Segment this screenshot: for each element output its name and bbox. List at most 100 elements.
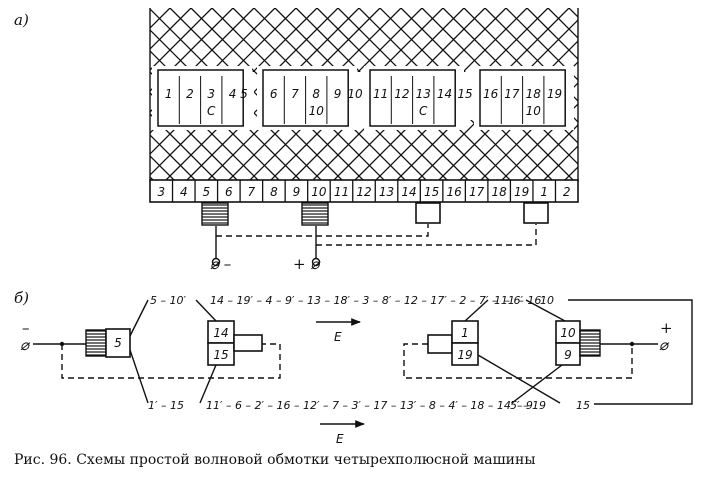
coil-side-label: 1 bbox=[165, 87, 173, 101]
commutator-segment-6: 6 bbox=[225, 185, 233, 199]
commutator-segment-4: 4 bbox=[180, 185, 188, 199]
right-junction bbox=[629, 341, 635, 347]
brush-left-hatched bbox=[85, 329, 107, 357]
hatch-line-up bbox=[0, 8, 128, 180]
box-14-label: 14 bbox=[213, 326, 228, 340]
coil-inner-label: C bbox=[419, 104, 428, 118]
hatch-line-up bbox=[0, 8, 2, 180]
bottom-chain-left: 1′ – 15 bbox=[148, 399, 184, 412]
commutator-segment-16: 16 bbox=[446, 185, 462, 199]
hatch-line-down bbox=[526, 8, 578, 60]
hatch-line-up bbox=[522, 124, 578, 180]
hatch-line-down bbox=[0, 8, 132, 180]
commutator-segment-12: 12 bbox=[356, 185, 371, 199]
commutator-segment-10: 10 bbox=[311, 185, 327, 199]
hatch-line-up bbox=[150, 8, 171, 29]
schematic-right: 1 19 10 9 + ⌀ bbox=[403, 299, 693, 405]
hatch-line-down bbox=[695, 8, 708, 180]
box-1-label: 1 bbox=[461, 326, 469, 340]
top-chain-right-a: 1 – 6′ bbox=[494, 294, 523, 307]
hatch-line-down bbox=[505, 8, 578, 81]
commutator-segment-7: 7 bbox=[248, 185, 256, 199]
coil-side-label: 4 bbox=[229, 87, 237, 101]
branch-down-left bbox=[129, 349, 149, 404]
hatch-line-down bbox=[547, 8, 578, 39]
hatch-line-up bbox=[150, 8, 213, 71]
commutator-segment-17: 17 bbox=[469, 185, 485, 199]
coil-side-label: 16 bbox=[483, 87, 499, 101]
part-b-label: б) bbox=[14, 289, 29, 307]
hatch-line-down bbox=[150, 113, 217, 180]
link-10-top bbox=[525, 299, 566, 322]
link-19-cross bbox=[477, 354, 561, 404]
brush-left-box bbox=[105, 328, 131, 358]
hatch-line-up bbox=[543, 145, 578, 180]
coil-side-label: 19 bbox=[547, 87, 562, 101]
box-15 bbox=[207, 342, 235, 366]
commutator-segment-9: 9 bbox=[293, 185, 301, 199]
coil-band bbox=[257, 66, 357, 130]
between-band bbox=[345, 72, 365, 120]
bottom-chain-right-b: 15 bbox=[576, 399, 590, 412]
coil-inner-label: 10 bbox=[526, 104, 542, 118]
hatch-line-up bbox=[0, 8, 44, 180]
outer-loop-right bbox=[568, 299, 693, 405]
box-19 bbox=[451, 342, 479, 366]
dashed-link-plus bbox=[316, 224, 537, 246]
sequence-labels: 5 – 10′ 14 – 19′ – 4 – 9′ – 13 – 18′ – 3… bbox=[148, 294, 590, 412]
hatch-line-down bbox=[590, 8, 708, 180]
coil-side-label: 2 bbox=[186, 87, 194, 101]
hatch-line-down bbox=[568, 8, 578, 18]
commutator-segment-8: 8 bbox=[270, 185, 278, 199]
hatch-line-down bbox=[169, 8, 343, 180]
coil-side-label: 12 bbox=[394, 87, 409, 101]
link-top-to-14 bbox=[195, 299, 217, 322]
hatch-line-up bbox=[0, 8, 86, 180]
hatch-line-up bbox=[586, 8, 708, 180]
branch-up-left bbox=[129, 299, 149, 337]
hatch-line-up bbox=[0, 8, 23, 180]
commutator-segment-3: 3 bbox=[157, 185, 165, 199]
coil-inner-label: 10 bbox=[309, 104, 325, 118]
terminal-plus-node bbox=[311, 257, 321, 267]
commutator-bar bbox=[149, 179, 579, 203]
left-terminal-symbol: ⌀ bbox=[20, 336, 31, 354]
hatch-line-up bbox=[0, 8, 149, 180]
box-10-label: 10 bbox=[560, 326, 576, 340]
hatch-line-up bbox=[564, 166, 578, 180]
link-9-cross bbox=[511, 364, 563, 404]
figure-caption: Рис. 96. Схемы простой волновой обмотки … bbox=[14, 452, 536, 468]
coil-side-label: 7 bbox=[291, 87, 299, 101]
brush-minus-left bbox=[201, 202, 229, 226]
top-chain-left: 5 – 10′ bbox=[150, 294, 186, 307]
hatch-line-down bbox=[150, 155, 175, 180]
emf-top-label: E bbox=[334, 330, 342, 344]
bottom-chain-middle: 11′ – 6 – 2′ – 16 – 12′ – 7 – 3′ – 17 – … bbox=[206, 399, 533, 412]
box-15-label: 15 bbox=[213, 348, 228, 362]
dashed-loop-left bbox=[61, 343, 281, 379]
coil-band bbox=[474, 66, 574, 130]
brush-connections: ⌀ – + ⌀ bbox=[201, 202, 549, 273]
terminal-minus-label: ⌀ – bbox=[210, 255, 231, 273]
brush-right-hatched bbox=[579, 329, 601, 357]
coil-side-label: 3 bbox=[207, 87, 215, 101]
commutator-segment-13: 13 bbox=[379, 185, 394, 199]
emf-bottom-label: E bbox=[336, 432, 344, 446]
hatch-line-up bbox=[150, 8, 192, 50]
hatch-line-down bbox=[653, 8, 708, 180]
coil-side-label: 6 bbox=[270, 87, 278, 101]
coil-side-label: 14 bbox=[437, 87, 452, 101]
dashed-loop-right bbox=[403, 343, 633, 379]
between-band bbox=[234, 72, 254, 120]
hatch-line-down bbox=[632, 8, 708, 180]
coil-outline bbox=[157, 69, 244, 127]
box-19-label: 19 bbox=[457, 348, 472, 362]
coil-side-label: 8 bbox=[312, 87, 320, 101]
hatch-line-down bbox=[150, 176, 154, 180]
commutator-segment-18: 18 bbox=[492, 185, 508, 199]
hatch-line-up bbox=[0, 8, 65, 180]
terminal-minus-node bbox=[211, 257, 221, 267]
hatch-line-up bbox=[501, 103, 578, 180]
link-15-to-bottom bbox=[199, 364, 217, 404]
